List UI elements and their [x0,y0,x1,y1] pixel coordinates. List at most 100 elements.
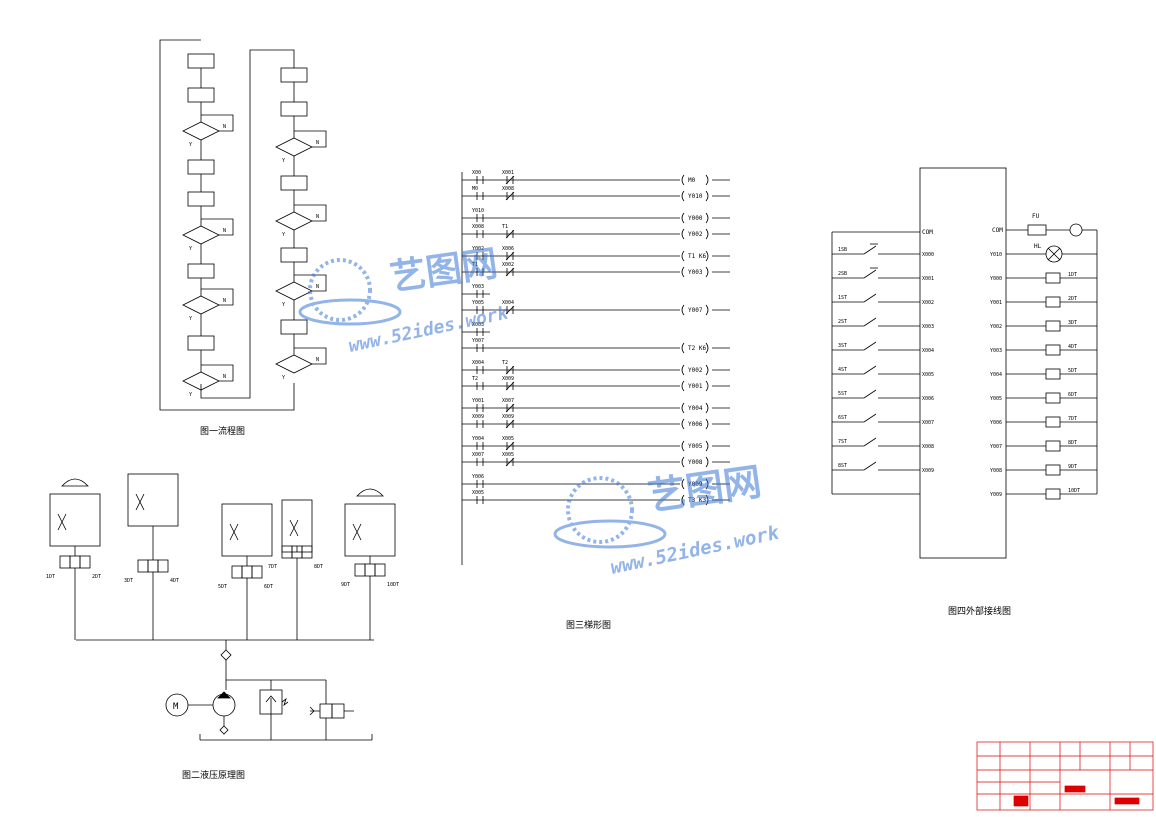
output-coil [681,228,709,240]
flow-loop-back [201,364,234,382]
output-coil [681,494,709,506]
motor-symbol: M [165,693,189,717]
output-coil [681,418,709,430]
valve-coil-label: 2DT [92,574,101,580]
coil-label: Y005 [688,443,703,450]
flow-loop-back [201,288,234,306]
output-coil [681,190,709,202]
flow-decision [275,137,313,157]
switch-contact [863,365,877,375]
output-coil [681,250,709,262]
output-coil [681,212,709,224]
solenoid-coil [1045,320,1061,332]
flow-yes-label: Y [189,142,192,148]
output-row: 10DT Y009 [990,488,1097,500]
switch-contact [863,269,877,279]
contact-label: X008 [502,186,514,192]
flow-no-label: N [316,284,319,290]
lamp-cross [1047,247,1061,261]
flowchart-caption: 图一流程图 [200,425,245,437]
contact-label: T1 [472,262,478,268]
flow-process-box [187,335,215,351]
ladder-caption: 图三梯形图 [566,619,611,631]
output-coil [681,380,709,392]
flow-yes-label: Y [282,232,285,238]
watermark-url: www.52ides.work [347,302,512,357]
contact-nc-slash [505,267,515,277]
coil-label: Y010 [688,193,703,200]
solenoid-coil [1045,440,1061,452]
contact-label: Y010 [472,208,484,214]
flow-process-box [280,175,308,191]
output-coil [681,364,709,376]
output-load-label: 9DT [1068,464,1077,470]
coil-label: Y000 [688,215,703,222]
contact-label: X003 [472,322,484,328]
flow-process-box [187,191,215,207]
output-coil [681,174,709,186]
flow-process-box [187,87,215,103]
watermark-2: 艺图网 www.52ides.work [553,459,782,579]
flow-no-label: N [223,298,226,304]
input-device-label: 8ST [838,463,847,469]
output-terminal-label: Y010 [990,252,1002,258]
output-coil [681,342,709,354]
switch-contact [863,461,877,471]
watermark-brand: 艺图网 [645,459,764,518]
cylinder-body [344,503,396,557]
contact-label: Y004 [472,436,484,442]
output-load-label: 1DT [1068,272,1077,278]
output-terminal-label: Y009 [990,492,1002,498]
output-row: Y010 [990,245,1097,263]
title-block [976,741,1154,811]
ladder-rung: X003 [462,322,490,336]
output-terminal-label: Y004 [990,372,1002,378]
valve-spool [59,555,71,569]
flow-control [229,523,239,541]
motor-label: M [173,702,179,712]
contact-label: X008 [472,224,484,230]
flow-no-label: N [316,214,319,220]
switch-contact [863,389,877,399]
input-terminal-label: X007 [922,420,934,426]
contact-nc-slash [505,191,515,201]
flow-decision [182,225,220,245]
input-device-label: 3ST [838,343,847,349]
valve-coil-label: 7DT [268,564,277,570]
valve-coil-label: 10DT [387,582,399,588]
input-terminal-label: X008 [922,444,934,450]
cylinder-body [49,493,101,547]
contact-nc-slash [505,441,515,451]
flow-yes-label: Y [282,375,285,381]
flow-control [135,493,145,511]
input-terminal-label: X004 [922,348,934,354]
output-load-label: 10DT [1068,488,1080,494]
contact-label: X005 [502,436,514,442]
valve-spool [241,565,253,579]
contact-nc-slash [505,305,515,315]
flow-no-label: N [316,357,319,363]
valve-coil-label: 6DT [264,584,273,590]
external-wiring: 1SBX0002SBX0011STX0022STX0033STX0044STX0… [831,167,1098,559]
valve-coil-label: 4DT [170,578,179,584]
contact-label: T2 [472,376,478,382]
valve-spool [231,565,243,579]
